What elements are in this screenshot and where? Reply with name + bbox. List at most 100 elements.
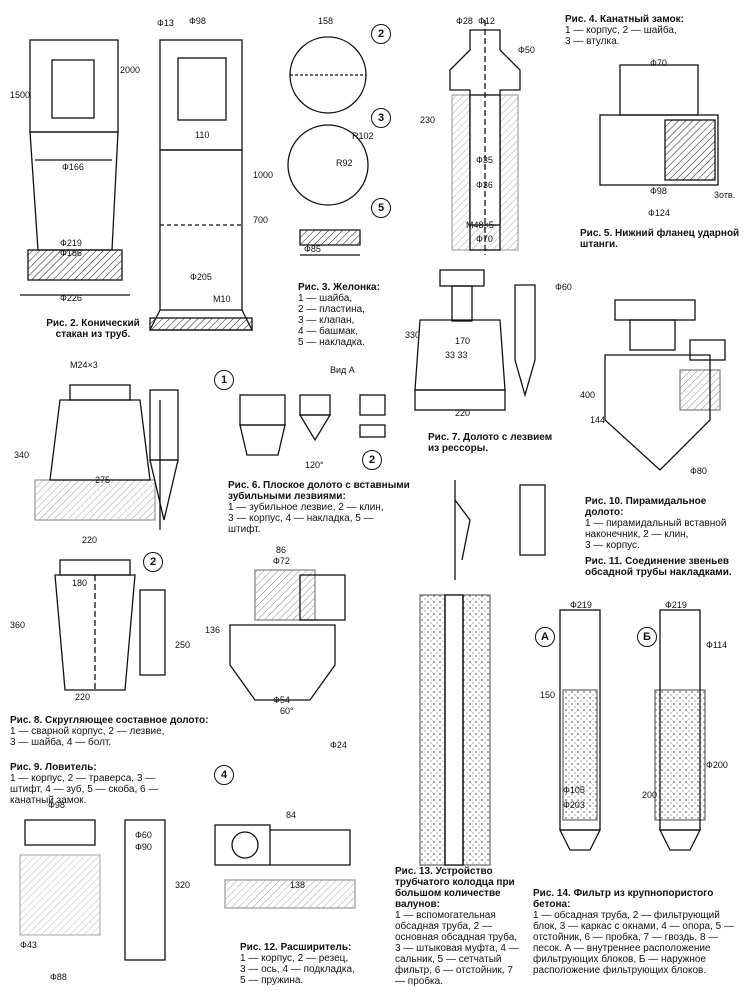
caption-fig7-title: Рис. 7. Долото с лезвием из рессоры. bbox=[428, 432, 553, 454]
dim-360: 360 bbox=[10, 620, 26, 630]
dim-d186: Ф186 bbox=[60, 248, 82, 258]
dim-d28: Ф28 bbox=[456, 16, 473, 26]
fig12-expander bbox=[229, 569, 346, 701]
dim-d35: Ф35 bbox=[476, 155, 493, 165]
caption-fig14: Рис. 14. Фильтр из крупнопористого бетон… bbox=[533, 888, 743, 976]
caption-fig6: Рис. 6. Плоское долото с вставными зубил… bbox=[228, 480, 413, 535]
caption-fig5-title: Рис. 5. Нижний фланец ударной штанги. bbox=[580, 228, 740, 250]
dim-d24: Ф24 bbox=[330, 740, 347, 750]
dim-d90: Ф90 bbox=[135, 842, 152, 852]
dim-250: 250 bbox=[175, 640, 191, 650]
dim-400: 400 bbox=[580, 390, 596, 400]
caption-fig2: Рис. 2. Конический стакан из труб. bbox=[38, 318, 148, 340]
caption-fig3-item: 5 — накладка. bbox=[298, 337, 365, 348]
dim-d54: Ф54 bbox=[273, 695, 290, 705]
dim-86: 86 bbox=[276, 545, 287, 555]
circle-3: 3 bbox=[371, 108, 391, 128]
dim-d98-flange: Ф98 bbox=[650, 186, 667, 196]
dim-d88: Ф88 bbox=[50, 972, 67, 982]
fig8-bit bbox=[34, 384, 179, 530]
dim-d219-b: Ф219 bbox=[665, 600, 687, 610]
fig9-catcher bbox=[54, 559, 166, 691]
dim-r92: R92 bbox=[336, 158, 353, 168]
dim-275: 275 bbox=[95, 475, 111, 485]
dim-d124: Ф124 bbox=[648, 208, 670, 218]
caption-fig8-title: Рис. 8. Скругляющее составное долото: bbox=[10, 715, 209, 726]
caption-fig3-item: 1 — шайба, bbox=[298, 293, 353, 304]
caption-fig10-item: 3 — корпус. bbox=[585, 540, 640, 551]
caption-fig12-item: 3 — ось, 4 — подкладка, bbox=[240, 964, 355, 975]
dim-330: 330 bbox=[405, 330, 421, 340]
dim-60d: 60° bbox=[280, 706, 294, 716]
caption-fig4: Рис. 4. Канатный замок: 1 — корпус, 2 — … bbox=[565, 14, 745, 47]
dim-d72: Ф72 bbox=[273, 556, 290, 566]
caption-fig12-item: 5 — пружина. bbox=[240, 975, 304, 986]
caption-fig12: Рис. 12. Расширитель: 1 — корпус, 2 — ре… bbox=[240, 942, 380, 986]
fig2-cup-left bbox=[20, 39, 130, 296]
caption-fig11: Рис. 11. Соединение звеньев обсадной тру… bbox=[585, 556, 745, 578]
caption-fig4-item: 3 — втулка. bbox=[565, 36, 620, 47]
fig4-lock-shaft bbox=[449, 20, 521, 255]
fig10-pyramid-bit bbox=[604, 299, 726, 471]
dim-m24: M24×3 bbox=[70, 360, 98, 370]
bottom-left-parts bbox=[19, 819, 166, 961]
fig6-flat-bit bbox=[239, 394, 386, 456]
dim-d205: Ф205 bbox=[190, 272, 212, 282]
caption-fig4-title: Рис. 4. Канатный замок: bbox=[565, 14, 684, 25]
dim-120: 120° bbox=[305, 460, 324, 470]
caption-fig12-item: 1 — корпус, 2 — резец, bbox=[240, 953, 349, 964]
caption-fig3-item: 3 — клапан, bbox=[298, 315, 355, 326]
fig11-joint bbox=[454, 480, 546, 580]
dim-170: 170 bbox=[455, 336, 471, 346]
dim-d36: Ф36 bbox=[476, 180, 493, 190]
caption-fig8-item: 1 — сварной корпус, 2 — лезвие, bbox=[10, 726, 165, 737]
caption-fig6-item: 3 — корпус, 4 — накладка, 5 — bbox=[228, 513, 374, 524]
caption-fig13: Рис. 13. Устройство трубчатого колодца п… bbox=[395, 866, 523, 987]
fig4-flange bbox=[599, 64, 719, 186]
dim-d60: Ф60 bbox=[555, 282, 572, 292]
dim-vidA: Вид А bbox=[330, 365, 355, 375]
circle-2-top: 2 bbox=[371, 24, 391, 44]
caption-fig7: Рис. 7. Долото с лезвием из рессоры. bbox=[428, 432, 558, 454]
dim-144: 144 bbox=[590, 415, 606, 425]
caption-fig11-title: Рис. 11. Соединение звеньев обсадной тру… bbox=[585, 556, 732, 578]
fig14-filter-a bbox=[558, 609, 602, 851]
caption-fig6-item: штифт. bbox=[228, 524, 261, 535]
dim-230: 230 bbox=[420, 115, 436, 125]
dim-d80: Ф80 bbox=[690, 466, 707, 476]
dim-d70-flange: Ф70 bbox=[650, 58, 667, 68]
dim-220-fig7: 220 bbox=[455, 408, 471, 418]
caption-fig2-title: Рис. 2. Конический стакан из труб. bbox=[46, 318, 140, 340]
dim-340: 340 bbox=[14, 450, 30, 460]
circle-B: Б bbox=[637, 627, 657, 647]
dim-2000: 2000 bbox=[120, 65, 141, 75]
dim-d98-bottom: Ф98 bbox=[48, 800, 65, 810]
caption-fig9-title: Рис. 9. Ловитель: bbox=[10, 762, 97, 773]
circle-2-fig6: 2 bbox=[362, 450, 382, 470]
caption-fig13-item: 1 — вспомогательная обсадная труба, 2 — … bbox=[395, 910, 519, 987]
caption-fig14-title: Рис. 14. Фильтр из крупнопористого бетон… bbox=[533, 888, 714, 910]
dim-200: 200 bbox=[642, 790, 658, 800]
dim-d50: Ф50 bbox=[518, 45, 535, 55]
dim-d219-a: Ф219 bbox=[570, 600, 592, 610]
dim-d226: Ф226 bbox=[60, 293, 82, 303]
caption-fig8: Рис. 8. Скругляющее составное долото: 1 … bbox=[10, 715, 220, 748]
dim-1500: 1500 bbox=[10, 90, 31, 100]
dim-700: 700 bbox=[253, 215, 269, 225]
dim-220-fig8: 220 bbox=[82, 535, 98, 545]
dim-3333: 33 33 bbox=[445, 350, 468, 360]
dim-150: 150 bbox=[540, 690, 556, 700]
dim-136: 136 bbox=[205, 625, 221, 635]
dim-320: 320 bbox=[175, 880, 191, 890]
caption-fig3-item: 2 — пластина, bbox=[298, 304, 365, 315]
caption-fig14-item: 1 — обсадная труба, 2 — фильтрующий блок… bbox=[533, 910, 734, 976]
dim-d166: Ф166 bbox=[62, 162, 84, 172]
dim-d219: Ф219 bbox=[60, 238, 82, 248]
fig3-discs bbox=[287, 36, 369, 256]
dim-m48: M48×5 bbox=[466, 220, 494, 230]
dim-d60-bottom: Ф60 bbox=[135, 830, 152, 840]
fig13-well bbox=[419, 594, 491, 866]
dim-220-fig9: 220 bbox=[75, 692, 91, 702]
caption-fig9-item: канатный замок. bbox=[10, 795, 87, 806]
